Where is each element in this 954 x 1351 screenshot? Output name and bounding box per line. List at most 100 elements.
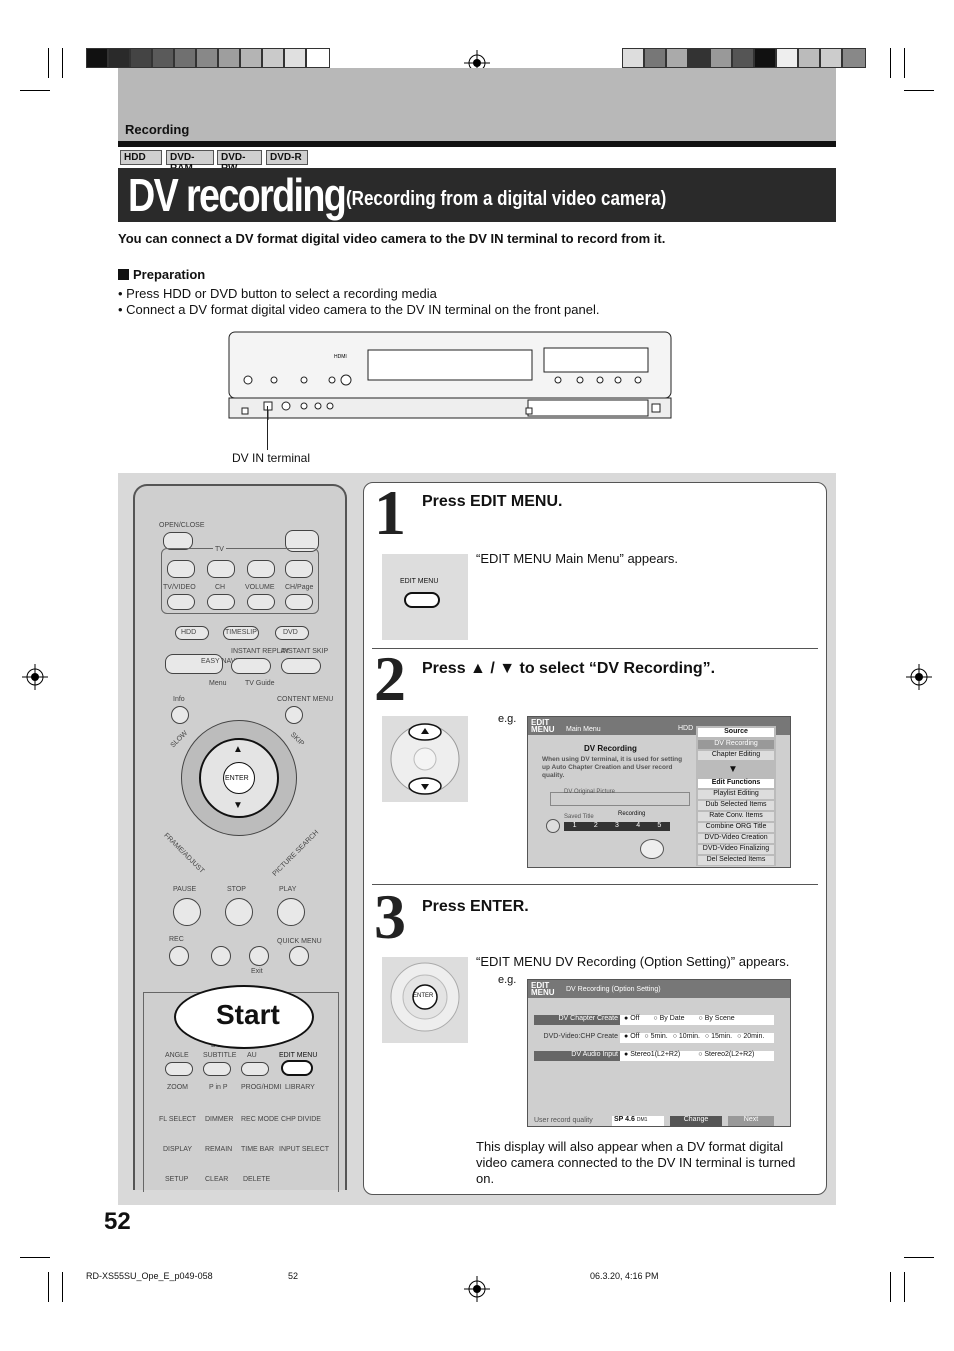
registration-target-icon <box>464 1276 490 1302</box>
step-divider <box>372 648 818 649</box>
remote-control-illustration: OPEN/CLOSE TV TV/VIDEO CH VOLUME CH/Page… <box>133 484 347 1192</box>
remote-instant-replay-button <box>231 658 271 674</box>
remote-timeslip-button <box>223 626 259 640</box>
remote-label: PAUSE <box>173 886 197 893</box>
quality-label: User record quality <box>534 1117 593 1124</box>
edit-menu-button-illustration: EDIT MENU <box>382 554 468 640</box>
section-label: Recording <box>125 122 190 137</box>
radio-option: ○ Stereo2(L2+R2) <box>698 1051 755 1058</box>
remote-hdd-button <box>175 626 209 640</box>
remote-label: REC MODE <box>241 1116 279 1123</box>
remote-label: P in P <box>209 1084 228 1091</box>
remote-label: EASY NAVI <box>201 658 238 665</box>
screen-label: Recording <box>618 811 646 817</box>
remote-label: STOP <box>227 886 246 893</box>
enter-button-illustration <box>382 957 468 1043</box>
remote-easy-navi-button <box>165 654 223 674</box>
thumb-label: ENTER <box>413 993 434 999</box>
registration-target-icon <box>22 664 48 690</box>
remote-label: DELETE <box>243 1176 271 1183</box>
remote-label: ANGLE <box>165 1052 189 1059</box>
remote-eject-button <box>163 532 193 550</box>
media-tag-dvd-r: DVD-R <box>266 150 308 165</box>
menu-item: Chapter Editing <box>698 751 774 760</box>
option-label: DV Audio Input <box>534 1051 620 1061</box>
remote-label: INSTANT REPLAY <box>231 648 290 655</box>
screen-title: DV Recording (Option Setting) <box>566 986 661 993</box>
remote-label: PICTURE SEARCH <box>271 829 321 878</box>
radio-option: ● Stereo1(L2+R2) <box>624 1051 681 1058</box>
screen-item-description: When using DV terminal, it is used for s… <box>542 756 683 779</box>
menu-item-selected: DV Recording <box>698 740 774 749</box>
remote-label: ENTER <box>225 775 249 782</box>
header-band <box>118 68 836 144</box>
title-bar: DV recording (Recording from a digital v… <box>118 168 836 222</box>
step-note: This display will also appear when a DV … <box>476 1139 796 1186</box>
radio-option: ○ By Date <box>653 1015 685 1022</box>
thumb-label: EDIT MENU <box>400 578 439 585</box>
arrow-down-icon: ▼ <box>728 764 738 775</box>
footer-page: 52 <box>288 1271 299 1281</box>
remote-label: FRAME/ADJUST <box>162 832 206 875</box>
remote-ch-up-button <box>207 560 235 578</box>
remote-label: SLOW <box>169 729 190 750</box>
screen-title: Main Menu <box>566 726 601 733</box>
option-label: DV Chapter Create <box>534 1015 620 1025</box>
remote-power-button <box>285 530 319 552</box>
remote-pause-button <box>173 898 201 926</box>
step-divider <box>372 884 818 885</box>
option-values: ● Stereo1(L2+R2) ○ Stereo2(L2+R2) <box>620 1051 774 1061</box>
remote-tv-group <box>161 548 319 614</box>
media-tag-dvd-rw: DVD-RW <box>217 150 262 174</box>
remote-edit-menu-button <box>281 1060 313 1076</box>
screen-logo: EDIT MENU <box>531 718 555 734</box>
change-button: Change <box>670 1116 722 1126</box>
remote-label: OPEN/CLOSE <box>159 522 205 529</box>
remote-dvd-button <box>275 626 309 640</box>
screen-titlebar <box>528 980 790 998</box>
edit-menu-main-screen: EDIT MENU Main Menu HDD DV Recording Whe… <box>527 716 791 868</box>
remote-label: TIMESLIP <box>225 629 257 636</box>
remote-page-up-button <box>285 560 313 578</box>
arrow-down-icon: ▼ <box>233 800 243 811</box>
header-rule <box>118 141 836 147</box>
remote-label: CH <box>215 584 226 591</box>
remote-ch-down-button <box>207 594 235 610</box>
remote-label: CHP DIVIDE <box>281 1116 321 1123</box>
screen-label: DV Original Picture <box>564 789 616 795</box>
remote-audio-button <box>241 1062 269 1076</box>
menu-heading: Source <box>698 728 774 737</box>
remote-vol-up-button <box>247 560 275 578</box>
screen-label: Saved Title <box>564 814 594 820</box>
page-title: DV recording <box>128 169 347 221</box>
disc-icon <box>546 819 560 833</box>
remote-label: VOLUME <box>245 584 275 591</box>
radio-option: ● Off <box>624 1033 640 1040</box>
remote-subtitle-button <box>203 1062 231 1076</box>
remote-rec-button <box>169 946 189 966</box>
remote-page-down-button <box>285 594 313 610</box>
radio-option: ○ 5min. <box>644 1033 668 1040</box>
remote-label: INPUT SELECT <box>279 1146 330 1153</box>
remote-label: SUBTITLE <box>203 1052 237 1059</box>
menu-heading: Edit Functions <box>698 779 774 788</box>
remote-label: HDD <box>181 629 197 636</box>
media-tag-dvd-ram: DVD-RAM <box>166 150 214 174</box>
screen-logo: EDIT MENU <box>531 981 555 997</box>
svg-text:HDMI: HDMI <box>334 354 347 360</box>
remote-info-button <box>171 706 189 724</box>
menu-item: Combine ORG Title <box>698 823 774 832</box>
step-number: 1 <box>374 477 406 548</box>
remote-label: Menu <box>209 680 227 687</box>
disc-stack-icon <box>640 839 664 859</box>
quality-value-box: SP 4.6 DM1 <box>612 1116 664 1126</box>
remote-label: SKIP <box>288 731 306 748</box>
step-number: 2 <box>374 643 406 714</box>
remote-label: TV Guide <box>245 680 275 687</box>
step-description: “EDIT MENU Main Menu” appears. <box>476 551 679 566</box>
footer-file: RD-XS55SU_Ope_E_p049-058 <box>86 1271 213 1281</box>
square-bullet-icon <box>118 269 129 280</box>
remote-label: QUICK MENU <box>277 938 322 945</box>
remote-instant-skip-button <box>281 658 321 674</box>
step-description: “EDIT MENU DV Recording (Option Setting)… <box>476 954 790 969</box>
